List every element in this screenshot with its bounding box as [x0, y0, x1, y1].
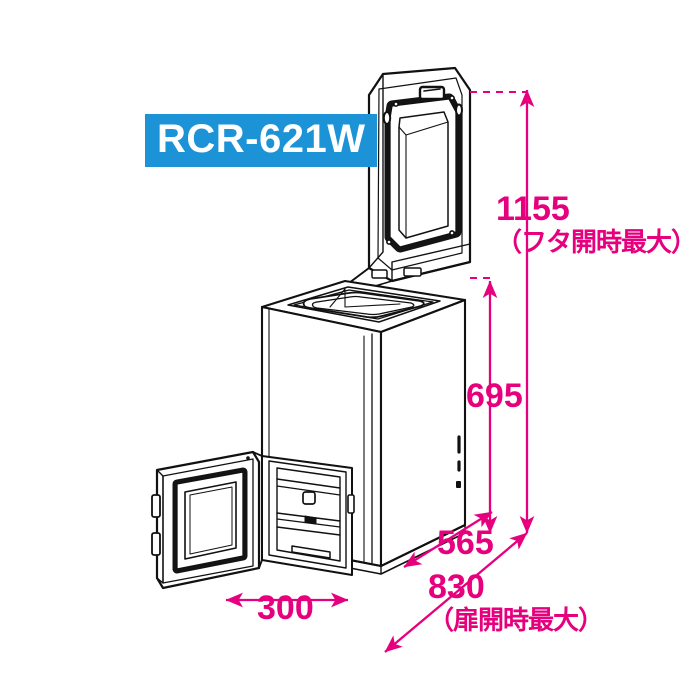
dimension-value-830: 830	[428, 568, 485, 606]
dimension-value-695: 695	[466, 377, 523, 415]
door-hinge	[151, 494, 161, 556]
door-latch-plate	[347, 494, 355, 514]
dimension-label-565: 565	[437, 524, 494, 562]
lid-window	[398, 111, 449, 239]
tub-opening	[302, 288, 425, 319]
top-lid-open	[344, 66, 472, 294]
dimension-line-830	[384, 532, 528, 653]
dimension-value-1155: 1155	[496, 190, 570, 228]
dimension-value-300: 300	[257, 589, 314, 627]
lid-latch	[418, 85, 446, 101]
dimension-label-300: 300	[257, 589, 314, 627]
door-window	[184, 481, 237, 560]
interior-knob	[302, 491, 316, 505]
product-illustration	[151, 66, 472, 590]
dimension-note-830: （扉開時最大）	[428, 605, 604, 636]
model-name-badge: RCR-621W	[145, 114, 378, 167]
dimension-value-565: 565	[437, 524, 494, 562]
lower-door-open	[151, 450, 263, 590]
dimension-label-830: 830 （扉開時最大）	[428, 568, 604, 636]
dimension-label-1155: 1155 （フタ開時最大）	[496, 190, 697, 258]
interior-shelf-lower	[276, 526, 341, 559]
dimension-lines	[225, 89, 535, 653]
lower-compartment	[261, 455, 353, 576]
dimension-label-695: 695	[466, 377, 523, 415]
dimension-note-1155: （フタ開時最大）	[496, 227, 697, 258]
